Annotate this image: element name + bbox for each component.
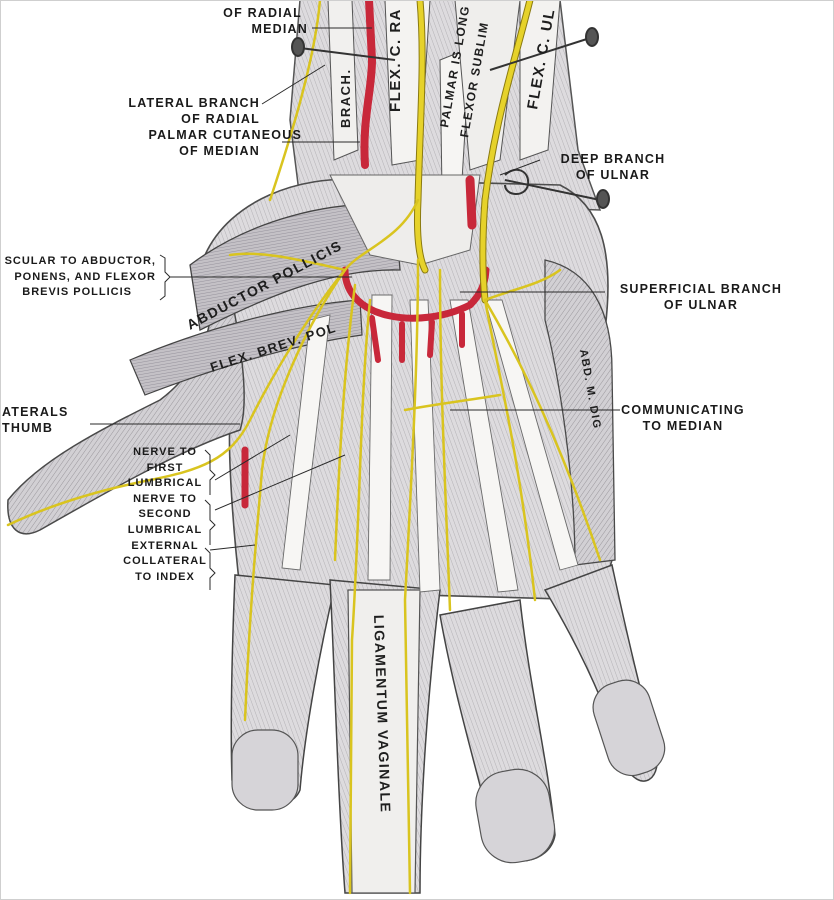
muscular-abductor-line-2: PONENS, AND FLEXOR bbox=[14, 270, 156, 283]
external-collateral-1: EXTERNAL bbox=[131, 539, 199, 552]
nerve-first-lumbrical-2: FIRST bbox=[146, 461, 184, 474]
muscular-abductor-line-1: SCULAR TO ABDUCTOR, bbox=[4, 255, 156, 267]
external-collateral-3: TO INDEX bbox=[135, 570, 195, 583]
nerve-second-lumbrical-3: LUMBRICAL bbox=[127, 523, 203, 536]
flexor-brevis-pollicis bbox=[129, 299, 363, 396]
dissection-pins bbox=[291, 27, 610, 209]
label-lateral-branch-radial: LATERAL BRANCH OF RADIAL PALMAR CUTANEOU… bbox=[110, 95, 300, 159]
palm-tendons bbox=[281, 294, 579, 593]
communicating-line-1: COMMUNICATING bbox=[621, 403, 745, 417]
external-collateral-2: COLLATERAL bbox=[123, 555, 207, 568]
tendon-brachioradialis bbox=[327, 0, 359, 161]
nail-ring bbox=[475, 768, 556, 864]
label-median-top: MEDIAN bbox=[190, 21, 308, 37]
lateral-branch-line-4: OF MEDIAN bbox=[179, 144, 260, 158]
tag-brach: BRACH. bbox=[338, 68, 353, 128]
label-superficial-branch-ulnar: SUPERFICIAL BRANCH OF ULNAR bbox=[606, 281, 796, 313]
lateral-branch-line-1: LATERAL BRANCH bbox=[128, 96, 260, 110]
label-of-radial-top: OF RADIAL bbox=[190, 5, 302, 21]
lateral-branch-line-2: OF RADIAL bbox=[181, 112, 260, 126]
abductor-pollicis bbox=[189, 203, 401, 331]
tag-ligamentum-vaginale: LIGAMENTUM VAGINALE bbox=[371, 615, 394, 814]
muscular-abductor-line-3: BREVIS POLLICIS bbox=[22, 286, 132, 299]
superficial-branch-line-2: OF ULNAR bbox=[663, 298, 739, 312]
deep-branch-line-2: OF ULNAR bbox=[575, 168, 651, 182]
nerve-first-lumbrical-1: NERVE TO bbox=[133, 446, 197, 458]
label-communicating-median: COMMUNICATING TO MEDIAN bbox=[620, 402, 746, 434]
lateral-branch-line-3: PALMAR CUTANEOUS bbox=[148, 128, 302, 142]
communicating-line-2: TO MEDIAN bbox=[642, 419, 724, 433]
deep-branch-line-1: DEEP BRANCH bbox=[560, 152, 666, 166]
nerve-second-lumbrical-1: NERVE TO bbox=[133, 492, 197, 505]
nerves bbox=[6, 0, 602, 895]
label-muscular-abductor: SCULAR TO ABDUCTOR, PONENS, AND FLEXOR B… bbox=[0, 254, 156, 301]
label-laterals-thumb: ATERALS THUMB bbox=[2, 404, 92, 436]
of-radial-top-text: OF RADIAL bbox=[223, 6, 302, 20]
leader-lines bbox=[90, 27, 620, 590]
tendon-flexor-sublimis bbox=[454, 0, 521, 171]
laterals-thumb-line-2: THUMB bbox=[2, 421, 54, 435]
median-top-text: MEDIAN bbox=[251, 22, 308, 36]
laterals-thumb-line-1: ATERALS bbox=[2, 405, 69, 419]
nerve-first-lumbrical-3: LUMBRICAL bbox=[127, 477, 203, 490]
superficial-branch-line-1: SUPERFICIAL BRANCH bbox=[619, 282, 783, 296]
nail-index bbox=[231, 729, 299, 811]
nerve-second-lumbrical-2: SECOND bbox=[138, 508, 192, 521]
label-nerve-lumbricals: NERVE TO FIRST LUMBRICAL NERVE TO SECOND… bbox=[122, 445, 208, 585]
nail-little bbox=[592, 679, 666, 777]
tendon-flexor-carpi-ulnaris bbox=[519, 0, 561, 161]
tag-flex-c-ra: FLEX. C. RA bbox=[387, 8, 404, 112]
label-deep-branch-ulnar: DEEP BRANCH OF ULNAR bbox=[548, 151, 678, 183]
